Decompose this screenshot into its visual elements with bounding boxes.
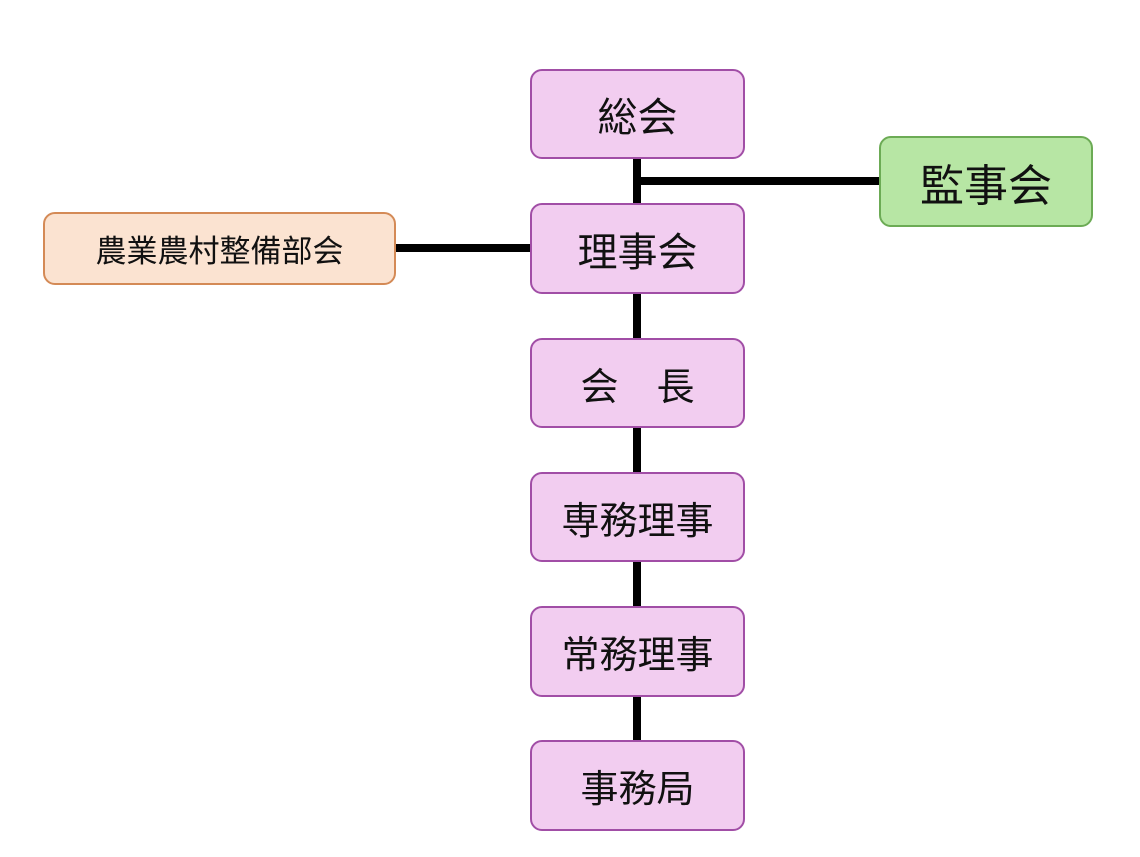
- node-senmu-label: 専務理事: [561, 498, 714, 543]
- node-jimukyoku: 事務局: [530, 740, 745, 831]
- connector-kaicho-senmu: [633, 426, 641, 474]
- node-soukai: 総会: [530, 69, 745, 159]
- node-joumu-label: 常務理事: [561, 633, 714, 677]
- node-senmu: 専務理事: [530, 472, 745, 562]
- node-joumu: 常務理事: [530, 606, 745, 697]
- node-rijikai-label: 理事会: [577, 229, 698, 276]
- node-bukai-label: 農業農村整備部会: [95, 234, 344, 270]
- node-kaicho-label: 会 長: [580, 364, 695, 409]
- node-kanjikai: 監事会: [879, 136, 1093, 227]
- node-kanjikai-label: 監事会: [920, 160, 1052, 212]
- node-bukai: 農業農村整備部会: [43, 212, 396, 285]
- node-rijikai: 理事会: [530, 203, 745, 294]
- node-kaicho: 会 長: [530, 338, 745, 428]
- connector-to-kanjikai: [637, 177, 880, 185]
- connector-joumu-jimukyoku: [633, 695, 641, 742]
- node-jimukyoku-label: 事務局: [580, 767, 695, 811]
- connector-bukai-rijikai: [394, 244, 532, 252]
- node-soukai-label: 総会: [597, 95, 678, 141]
- connector-rijikai-kaicho: [633, 292, 641, 340]
- connector-senmu-joumu: [633, 561, 641, 608]
